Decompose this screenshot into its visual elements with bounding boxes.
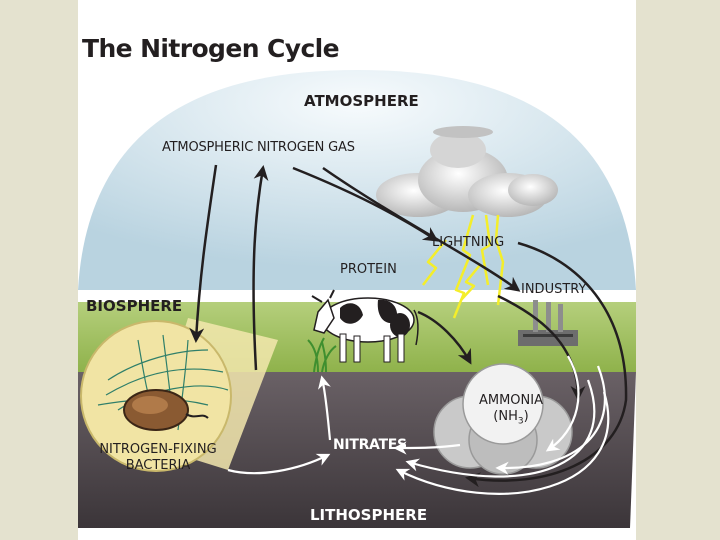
nitrates-label: NITRATES (333, 438, 407, 452)
lithosphere-label: LITHOSPHERE (310, 508, 427, 523)
lightning-label: LIGHTNING (432, 236, 504, 249)
diagram-panel: The Nitrogen Cycle ATMOSPHERE ATMOSPHERI… (78, 0, 636, 540)
left-margin (0, 0, 78, 540)
protein-label: PROTEIN (340, 263, 397, 276)
ammonia-label-line1: AMMONIA (479, 393, 543, 408)
bacteria-label: NITROGEN-FIXING BACTERIA (98, 442, 218, 473)
ammonia-formula-prefix: (NH (493, 409, 518, 424)
atmosphere-label: ATMOSPHERE (304, 94, 419, 109)
ammonia-formula-suffix: ) (524, 409, 529, 424)
atmospheric-gas-label: ATMOSPHERIC NITROGEN GAS (162, 141, 355, 154)
industry-label: INDUSTRY (521, 283, 586, 296)
bacteria-label-line1: NITROGEN-FIXING (99, 442, 216, 457)
ammonia-label: AMMONIA (NH3) (470, 393, 552, 428)
diagram-title: The Nitrogen Cycle (82, 36, 339, 61)
biosphere-label: BIOSPHERE (86, 299, 182, 314)
right-margin (636, 0, 720, 540)
bacteria-label-line2: BACTERIA (126, 458, 191, 473)
bacterium-highlight (132, 396, 168, 414)
